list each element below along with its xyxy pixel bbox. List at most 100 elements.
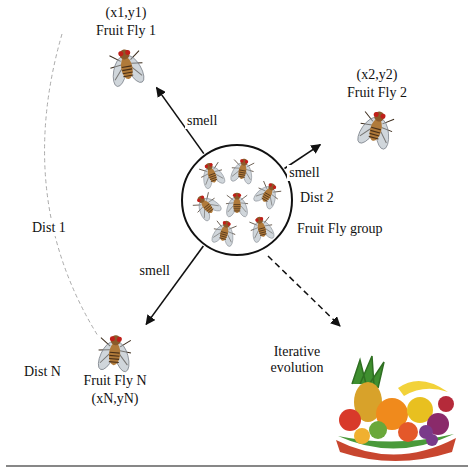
fly-head [234, 193, 241, 200]
fly-stripe [260, 234, 267, 236]
fly-stripe [220, 236, 227, 238]
fruit-fly-icon [209, 218, 240, 249]
fly-eye [233, 194, 236, 197]
fly-stripe [234, 210, 241, 211]
fly-stripe [234, 208, 241, 209]
fly-eye [227, 222, 231, 226]
fly-body [218, 225, 229, 242]
fruit-fly-icon [196, 159, 228, 192]
fly-body [119, 56, 134, 80]
fly-body [256, 221, 267, 238]
fruit-fly-icon [105, 46, 148, 89]
fly-stripe [238, 174, 245, 175]
fly-eye [204, 164, 208, 168]
fly-head [205, 162, 214, 171]
fly-stripe [221, 232, 228, 234]
fly-stripe [370, 133, 380, 136]
distance-label: Dist 2 [298, 190, 336, 206]
fly-eye [118, 51, 124, 57]
fly-eye [373, 111, 379, 117]
fly-eye [259, 217, 263, 221]
fly-stripe [123, 75, 133, 77]
fly-eye [110, 336, 115, 341]
fly-head [119, 49, 131, 61]
group-circle: Fruit Fly group [181, 144, 293, 256]
node-label: (x1,y1) [106, 4, 147, 22]
fly-slot [355, 102, 399, 148]
fly-eye [255, 218, 259, 222]
fly-stripe [258, 228, 265, 230]
node-label: (xN,yN) [91, 390, 138, 408]
fly-stripe [262, 198, 268, 201]
fly-stripe [208, 209, 213, 213]
fly-stripe [122, 69, 132, 71]
fly-stripe [209, 173, 215, 175]
edge-label: smell [287, 165, 321, 181]
fly-head [222, 220, 230, 228]
edge-label: smell [138, 263, 172, 279]
smell-arrow [146, 246, 203, 324]
fruit-fly-node: (x2,y2)Fruit Fly 2 [322, 66, 432, 148]
fly-stripe [109, 358, 119, 360]
fruit-fly-icon [250, 178, 285, 213]
fly-body [233, 198, 241, 213]
fly-body [367, 118, 384, 143]
fly-eye [222, 221, 226, 225]
fly-stripe [234, 206, 241, 207]
fly-stripe [211, 179, 217, 181]
fly-stripe [221, 234, 228, 236]
distance-label: Dist N [22, 364, 63, 380]
fly-stripe [210, 177, 216, 179]
fly-eye [380, 113, 386, 119]
fruit-fly-icon [353, 107, 398, 153]
node-label: Fruit Fly 1 [96, 22, 156, 40]
fruit-fly-icon [94, 334, 134, 375]
fruit-fly-icon [189, 189, 225, 225]
fly-eye [117, 337, 122, 342]
node-label: Fruit Fly 2 [347, 84, 407, 102]
fly-stripe [109, 355, 119, 357]
fruit-fly-icon [228, 157, 257, 186]
fly-stripe [239, 172, 246, 173]
fly-eye [209, 163, 213, 167]
fly-head [196, 195, 206, 205]
fly-stripe [209, 175, 215, 177]
fly-eye [125, 50, 131, 56]
distance-label: Dist 1 [30, 220, 68, 236]
evolution-label: Iterative evolution [262, 344, 332, 376]
fruit-fly-node: Fruit Fly N(xN,yN) [65, 326, 165, 408]
fly-eye [272, 185, 277, 190]
distance-curve [45, 34, 98, 336]
fruit-fly-node: (x1,y1)Fruit Fly 1 [76, 4, 176, 86]
fly-eye [268, 183, 273, 188]
fly-slot [93, 326, 137, 372]
fly-body [237, 163, 247, 179]
fly-stripe [238, 176, 245, 177]
fly-head [240, 158, 248, 166]
fly-stripe [109, 361, 119, 363]
fruit-fly-icon [224, 193, 249, 218]
group-label: Fruit Fly group [297, 220, 383, 238]
fly-eye [238, 194, 241, 197]
node-label: Fruit Fly N [83, 372, 146, 390]
fly-stripe [122, 66, 132, 68]
fly-stripe [370, 130, 380, 133]
fly-stripe [110, 352, 120, 354]
fly-stripe [234, 204, 241, 205]
fly-eye [200, 195, 205, 200]
fly-head [373, 110, 385, 122]
fly-stripe [123, 72, 133, 74]
fly-head [110, 335, 121, 346]
node-label: (x2,y2) [357, 66, 398, 84]
edge-label: smell [185, 113, 219, 129]
fly-stripe [219, 238, 226, 240]
fly-stripe [371, 127, 381, 130]
fly-stripe [259, 232, 266, 234]
evolution-arrow [268, 256, 340, 326]
fly-stripe [369, 136, 379, 139]
fly-slot [104, 40, 148, 86]
fly-head [267, 182, 276, 191]
fly-head [255, 216, 263, 224]
fly-stripe [239, 170, 246, 171]
fly-body [108, 342, 121, 365]
